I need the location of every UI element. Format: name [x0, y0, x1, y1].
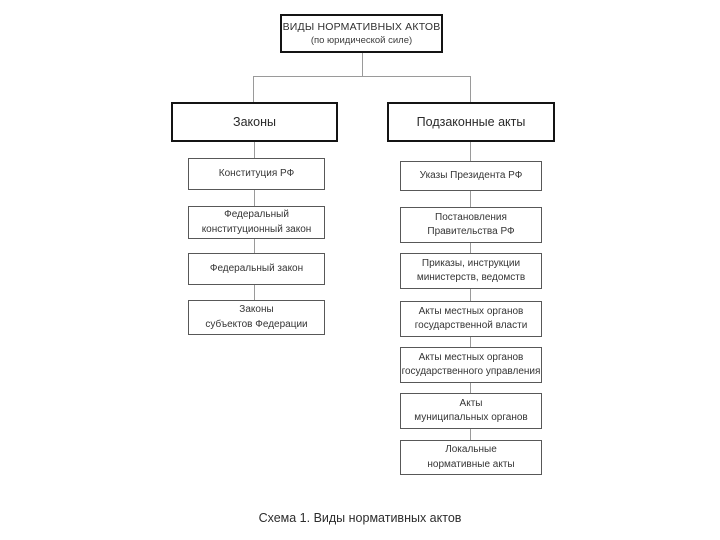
root-node-title: ВИДЫ НОРМАТИВНЫХ АКТОВ [282, 21, 441, 33]
node-president-decrees: Указы Президента РФ [400, 161, 542, 191]
node-local-state-power-acts: Акты местных органов государственной вла… [400, 301, 542, 337]
node-government-resolutions: Постановления Правительства РФ [400, 207, 542, 243]
connector-left-drop [253, 76, 254, 102]
node-federation-subjects-laws: Законы субъектов Федерации [188, 300, 325, 335]
root-node-subtitle: (по юридической силе) [310, 35, 413, 46]
root-node: ВИДЫ НОРМАТИВНЫХ АКТОВ (по юридической с… [280, 14, 443, 53]
node-municipal-acts: Акты муниципальных органов [400, 393, 542, 429]
node-constitution-rf: Конституция РФ [188, 158, 325, 190]
node-local-state-admin-acts: Акты местных органов государственного уп… [400, 347, 542, 383]
connector-right-drop [470, 76, 471, 102]
node-federal-law: Федеральный закон [188, 253, 325, 285]
node-ministry-orders-instructions: Приказы, инструкции министерств, ведомст… [400, 253, 542, 289]
connector-branch-split [253, 76, 471, 77]
branch-bylaws: Подзаконные акты [387, 102, 555, 142]
branch-laws: Законы [171, 102, 338, 142]
node-local-normative-acts: Локальные нормативные акты [400, 440, 542, 475]
connector-root-stem [362, 53, 363, 76]
connector-right-spine [470, 142, 471, 442]
node-federal-constitutional-law: Федеральный конституционный закон [188, 206, 325, 239]
diagram-caption: Схема 1. Виды нормативных актов [258, 511, 462, 525]
